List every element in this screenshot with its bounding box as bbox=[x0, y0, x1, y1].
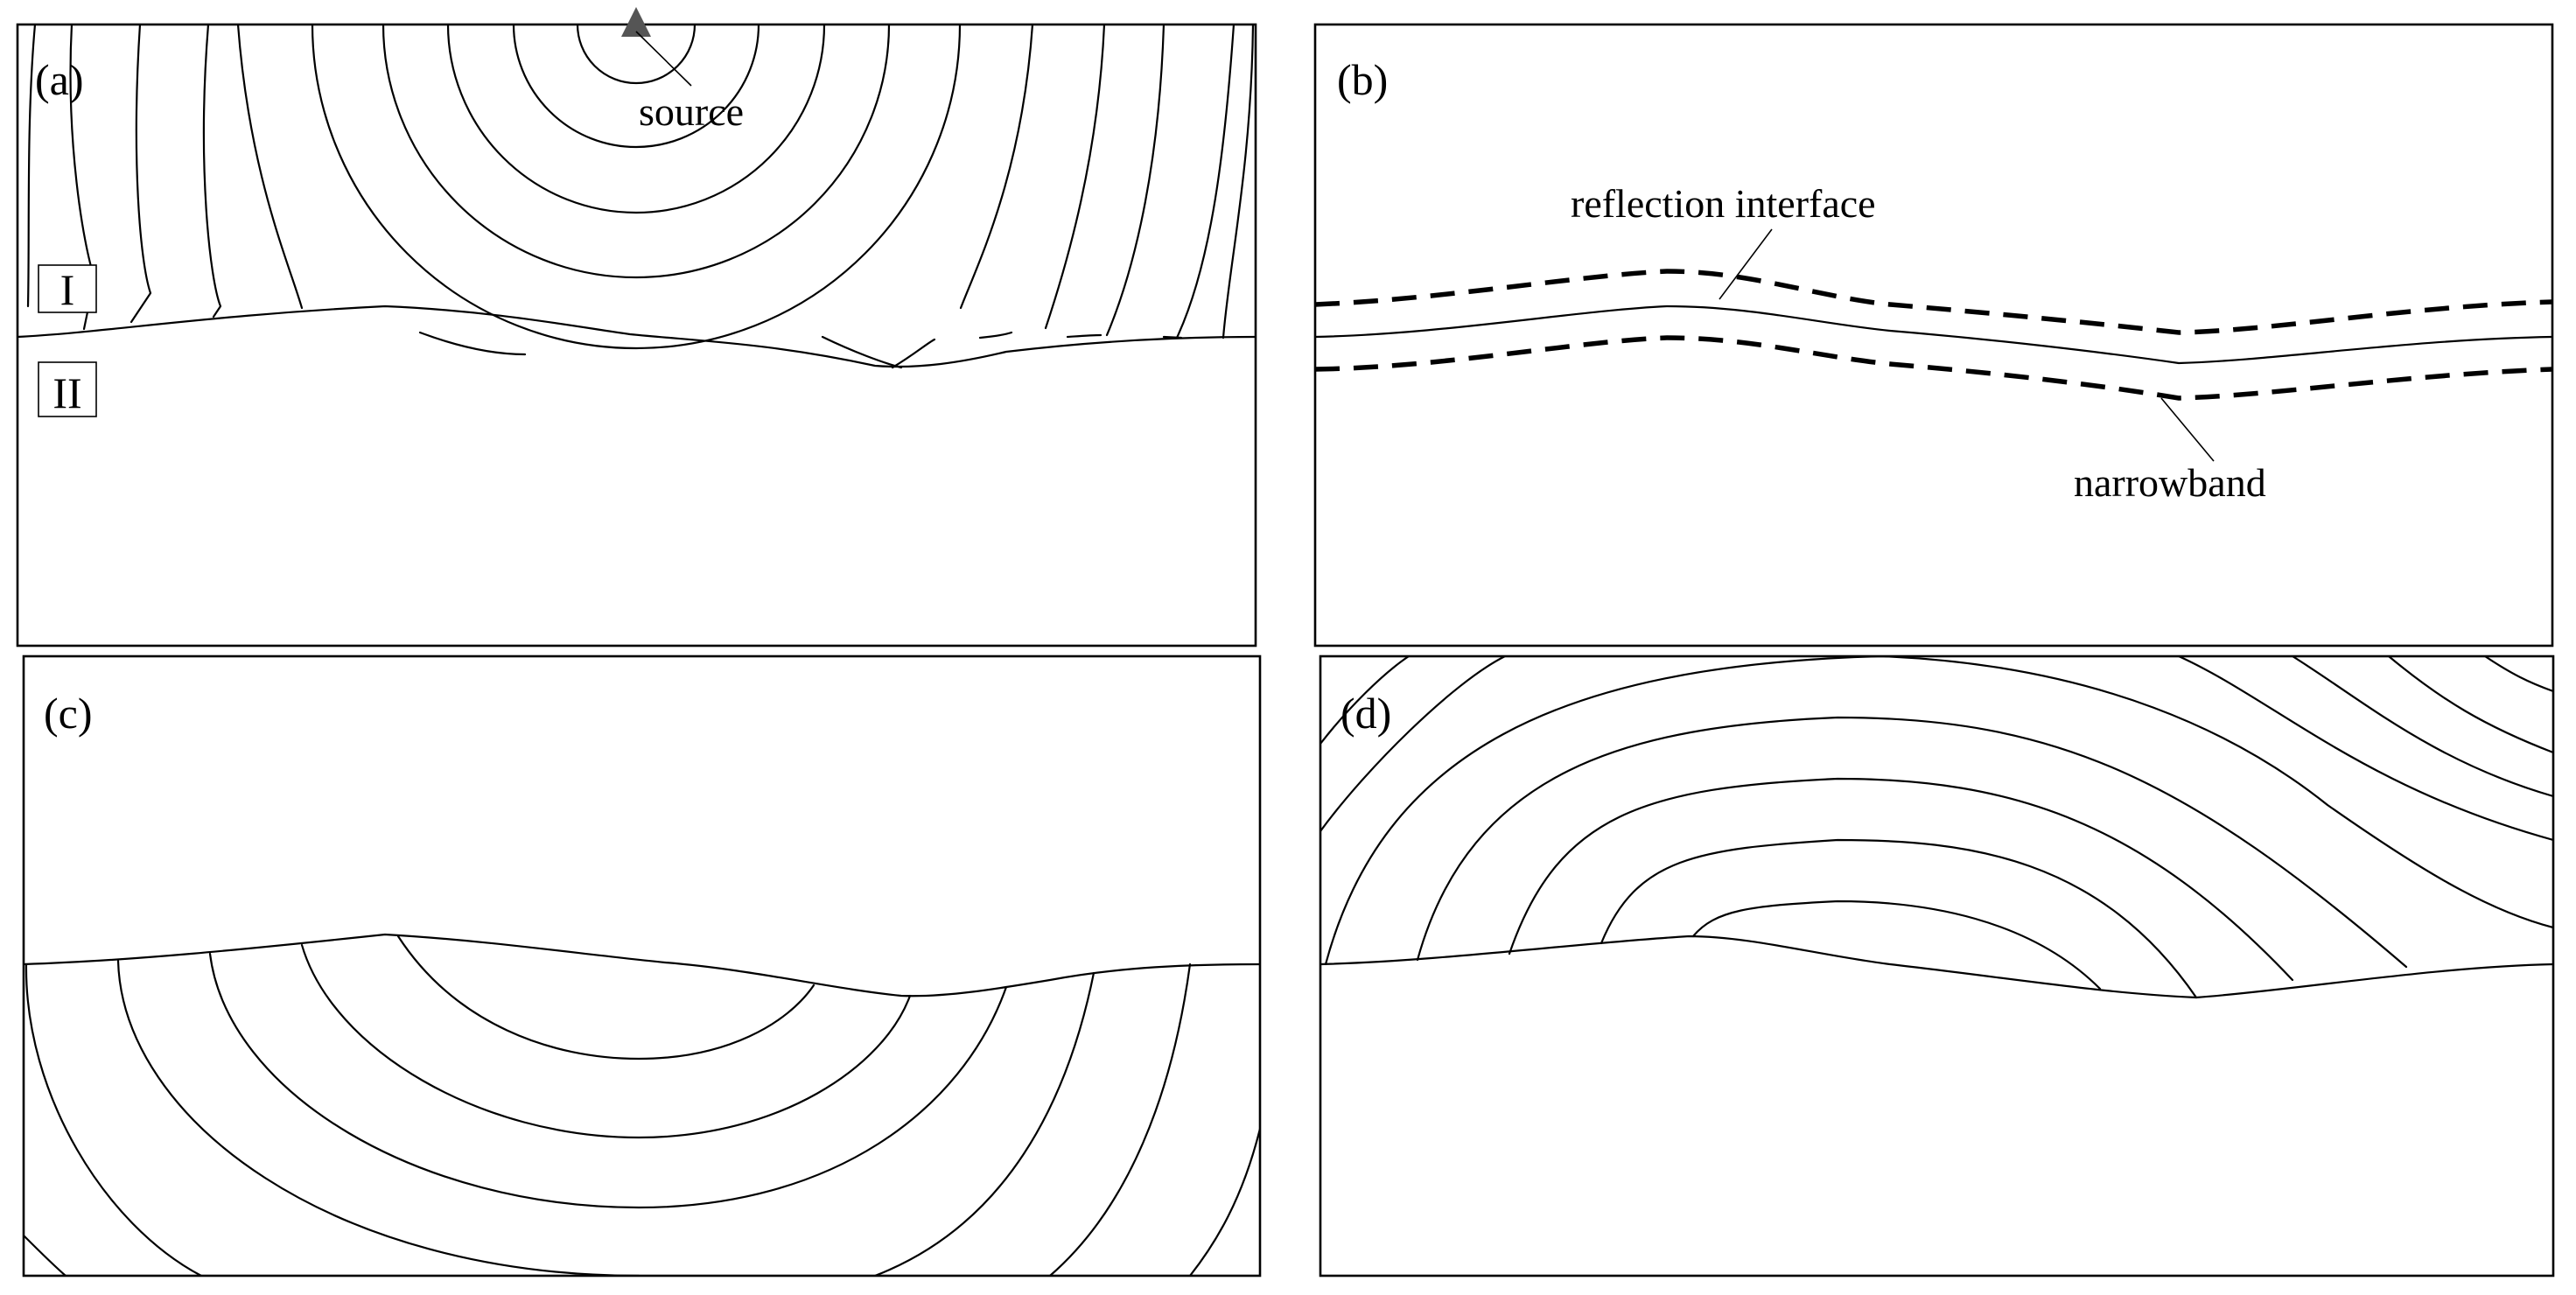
panel-d: (d) bbox=[1319, 654, 2555, 1278]
wavefront-c-6b bbox=[1188, 1127, 1260, 1276]
reflection-interface-label: reflection interface bbox=[1571, 181, 1876, 226]
narrowband-lower bbox=[1315, 335, 2552, 401]
reflection-interface bbox=[1315, 304, 2552, 365]
wavefront-d-6 bbox=[1320, 656, 1507, 833]
interface-a bbox=[18, 304, 1256, 368]
wavefront-c-6 bbox=[24, 1234, 67, 1276]
wavefront-c-3 bbox=[208, 952, 1008, 1209]
wavefront-d-2 bbox=[1600, 838, 2198, 999]
wavefront-a-11 bbox=[418, 331, 527, 356]
panel-d-label: (d) bbox=[1340, 689, 1391, 738]
panel-a-label: (a) bbox=[35, 55, 84, 104]
layer-i-box bbox=[38, 264, 97, 313]
source-icon bbox=[621, 7, 651, 37]
panel-c-label: (c) bbox=[44, 689, 93, 738]
source-label: source bbox=[639, 89, 744, 134]
wavefront-a-13 bbox=[891, 338, 936, 369]
panel-a: source (a) I II bbox=[16, 7, 1257, 648]
interface-c bbox=[24, 933, 1260, 998]
panel-a-wavefronts bbox=[18, 24, 1256, 369]
wavefront-a-7 bbox=[202, 24, 222, 318]
wavefront-a-10 bbox=[26, 24, 37, 308]
wavefront-a-6 bbox=[236, 24, 304, 310]
panel-c-frame bbox=[22, 654, 1262, 1278]
narrowband-leader bbox=[2160, 397, 2215, 462]
panel-b-curves bbox=[1315, 269, 2552, 401]
wavefront-a-2 bbox=[512, 24, 760, 149]
wavefront-a-1 bbox=[576, 24, 696, 85]
wavefront-a-14 bbox=[978, 331, 1013, 340]
wavefront-a-9b bbox=[1175, 24, 1236, 340]
panel-b-frame bbox=[1313, 23, 2554, 648]
wavefront-d-4 bbox=[1416, 716, 2408, 969]
source-leader bbox=[635, 31, 692, 87]
wavefront-a-8b bbox=[1105, 24, 1166, 337]
wavefront-d-5 bbox=[1324, 656, 2553, 966]
wavefront-a-3 bbox=[446, 24, 826, 214]
layer-ii-box bbox=[38, 361, 97, 417]
narrowband-label: narrowband bbox=[2074, 460, 2266, 505]
wavefront-c-5b bbox=[1048, 962, 1192, 1276]
wavefront-a-10b bbox=[1222, 24, 1255, 340]
interface-d bbox=[1320, 934, 2553, 999]
panel-c-wavefronts bbox=[24, 933, 1260, 1276]
wavefront-a-5 bbox=[311, 24, 962, 350]
wavefront-a-8 bbox=[130, 24, 152, 324]
wavefront-d-6b bbox=[2177, 656, 2553, 842]
wavefront-d-3 bbox=[1508, 777, 2294, 982]
layer-i-label: I bbox=[60, 265, 75, 314]
wavefront-a-6b bbox=[959, 24, 1034, 310]
layer-ii-label: II bbox=[52, 368, 81, 417]
wavefront-d-8b bbox=[2387, 656, 2553, 754]
panel-d-wavefronts bbox=[1320, 656, 2553, 999]
wavefront-d-1 bbox=[1691, 900, 2102, 990]
wavefront-c-4 bbox=[116, 959, 640, 1276]
wavefront-d-9b bbox=[2483, 656, 2553, 693]
wavefront-d-7b bbox=[2291, 656, 2553, 798]
wavefront-c-1 bbox=[396, 934, 816, 1060]
panel-b-label: (b) bbox=[1337, 55, 1388, 104]
narrowband-upper bbox=[1315, 269, 2552, 335]
panel-d-frame bbox=[1319, 654, 2555, 1278]
wavefront-c-4b bbox=[873, 971, 1096, 1276]
wavefront-a-15 bbox=[1066, 333, 1102, 339]
reflection-interface-leader bbox=[1718, 228, 1773, 300]
panel-b: (b) reflection interface narrowband bbox=[1313, 23, 2554, 648]
wavefront-d-7 bbox=[1320, 656, 1410, 746]
wavefront-c-5 bbox=[24, 962, 203, 1276]
wavefront-c-2 bbox=[300, 943, 912, 1139]
panel-c: (c) bbox=[22, 654, 1262, 1278]
wavefront-a-4 bbox=[382, 24, 891, 279]
wavefront-a-7b bbox=[1044, 24, 1106, 330]
